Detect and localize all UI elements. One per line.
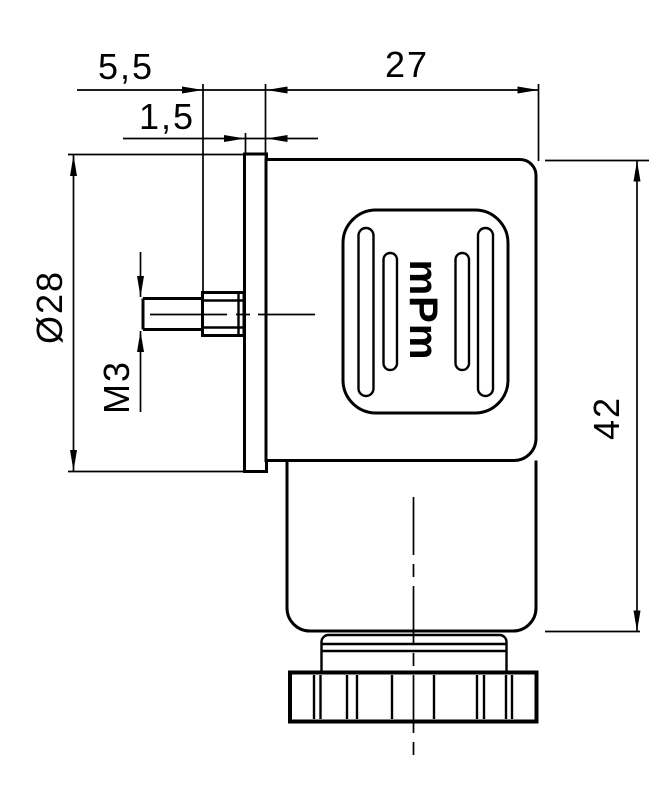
arrowhead xyxy=(266,135,288,142)
dim-label-5-5: 5,5 xyxy=(98,46,154,87)
dim-thread-m3: M3 xyxy=(96,252,144,414)
arrowhead xyxy=(633,160,641,182)
arrowhead xyxy=(137,331,144,352)
vent-slot-inner-right xyxy=(454,251,471,372)
dim-label-27: 27 xyxy=(385,44,429,85)
dim-label-1-5: 1,5 xyxy=(139,96,195,137)
arrowhead xyxy=(70,450,77,471)
vent-slot-outer-left xyxy=(357,226,375,398)
arrowhead xyxy=(517,86,539,94)
arrowhead xyxy=(182,86,203,94)
logo-text: mPm xyxy=(401,260,445,361)
dim-label-diameter-28: Ø28 xyxy=(29,270,70,344)
main-body xyxy=(264,158,538,462)
dim-label-m3: M3 xyxy=(96,360,137,414)
vent-slot-outer-right xyxy=(476,226,495,398)
dim-flange-diameter: Ø28 xyxy=(29,153,245,473)
arrowhead xyxy=(70,155,77,176)
arrowhead xyxy=(137,276,144,297)
knurl-grooves xyxy=(312,675,514,719)
m3-screw xyxy=(141,297,203,331)
lower-body xyxy=(285,460,538,633)
arrowhead xyxy=(266,86,288,94)
dim-overall-height: 42 xyxy=(545,159,649,633)
flange-plate xyxy=(243,152,268,473)
vent-slot-inner-left xyxy=(382,251,399,372)
arrowhead xyxy=(633,610,641,632)
logo-panel xyxy=(341,208,510,415)
dim-label-42: 42 xyxy=(586,396,627,440)
dim-flange-thickness: 1,5 xyxy=(123,96,318,142)
dim-top: 5,5 27 xyxy=(77,44,540,292)
arrowhead xyxy=(224,135,245,142)
